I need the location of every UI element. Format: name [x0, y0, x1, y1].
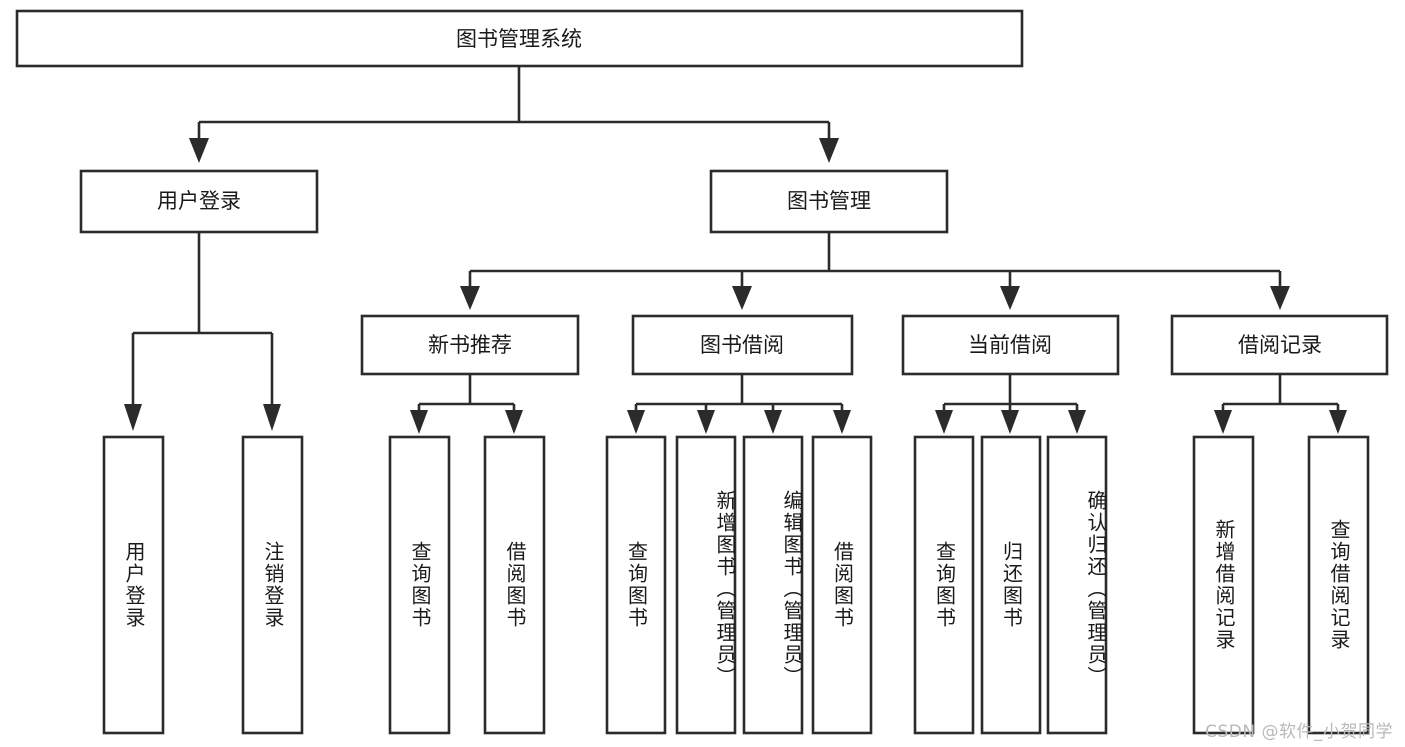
node-book-management[interactable]: 图书管理	[709, 169, 949, 234]
connector-current-borrow-to-leaves	[935, 374, 1086, 434]
leaf-book-borrow-3[interactable]	[811, 435, 873, 735]
arrow-head-icon	[460, 286, 480, 310]
leaf-user-login-1[interactable]	[241, 435, 304, 735]
arrow-head-icon	[627, 410, 645, 434]
arrow-head-icon	[732, 286, 752, 310]
leaf-book-borrow-1[interactable]	[675, 435, 737, 735]
arrow-head-icon	[1068, 410, 1086, 434]
arrow-head-icon	[505, 410, 523, 434]
node-book-borrow[interactable]: 图书借阅	[631, 314, 854, 376]
arrow-head-icon	[1000, 286, 1020, 310]
root-label: 图书管理系统	[456, 27, 582, 51]
leaf-box-rect	[1046, 435, 1108, 735]
arrow-head-icon	[124, 404, 142, 431]
arrow-head-icon	[935, 410, 953, 434]
leaf-current-borrow-2[interactable]	[1046, 435, 1108, 735]
leaf-borrow-records-1[interactable]	[1307, 435, 1370, 735]
leaf-box-rect	[913, 435, 975, 735]
connector-user-login-to-leaves	[124, 232, 281, 431]
node-borrow-records[interactable]: 借阅记录	[1170, 314, 1389, 376]
leaf-current-borrow-0[interactable]	[913, 435, 975, 735]
leaf-box-rect	[483, 435, 546, 735]
book-management-box-rect	[709, 169, 949, 234]
leaf-box-rect	[388, 435, 451, 735]
borrow-records-label: 借阅记录	[1238, 333, 1322, 357]
leaf-new-book-recommend-1[interactable]	[483, 435, 546, 735]
leaf-book-borrow-2[interactable]	[742, 435, 804, 735]
new-book-recommend-label: 新书推荐	[428, 333, 512, 357]
leaf-box-rect	[811, 435, 873, 735]
arrow-head-icon	[1214, 410, 1232, 434]
current-borrow-label: 当前借阅	[968, 333, 1052, 357]
leaf-box-rect	[675, 435, 737, 735]
leaf-borrow-records-0[interactable]	[1192, 435, 1255, 735]
leaf-box-rect	[241, 435, 304, 735]
connector-root-to-level2	[189, 66, 839, 163]
arrow-head-icon	[1329, 410, 1347, 434]
borrow-records-box-rect	[1170, 314, 1389, 376]
root-box-rect	[15, 9, 1024, 68]
arrow-head-icon	[697, 410, 715, 434]
leaf-box-rect	[605, 435, 667, 735]
arrow-head-icon	[410, 410, 428, 434]
arrow-head-icon	[1270, 286, 1290, 310]
current-borrow-box-rect	[901, 314, 1120, 376]
book-borrow-box-rect	[631, 314, 854, 376]
leaf-book-borrow-0[interactable]	[605, 435, 667, 735]
connector-borrow-records-to-leaves	[1214, 374, 1347, 434]
watermark: CSDN @软件_小贺同学	[1205, 722, 1393, 742]
leaf-box-rect	[980, 435, 1042, 735]
connector-book-management-to-level3	[460, 232, 1290, 310]
arrow-head-icon	[1001, 410, 1019, 434]
node-user-login[interactable]: 用户登录	[79, 169, 319, 234]
leaf-current-borrow-1[interactable]	[980, 435, 1042, 735]
leaf-user-login-0[interactable]	[102, 435, 165, 735]
new-book-recommend-box-rect	[360, 314, 580, 376]
arrow-head-icon	[833, 410, 851, 434]
node-root[interactable]: 图书管理系统	[15, 9, 1024, 68]
connector-book-borrow-to-leaves	[627, 374, 851, 434]
arrow-head-icon	[189, 138, 209, 163]
leaf-box-rect	[1192, 435, 1255, 735]
book-borrow-label: 图书借阅	[700, 333, 784, 357]
user-login-label: 用户登录	[157, 189, 241, 213]
node-new-book-recommend[interactable]: 新书推荐	[360, 314, 580, 376]
arrow-head-icon	[263, 404, 281, 431]
arrow-head-icon	[819, 138, 839, 163]
node-current-borrow[interactable]: 当前借阅	[901, 314, 1120, 376]
leaf-box-rect	[742, 435, 804, 735]
arrow-head-icon	[764, 410, 782, 434]
leaf-box-rect	[102, 435, 165, 735]
leaf-box-rect	[1307, 435, 1370, 735]
leaf-new-book-recommend-0[interactable]	[388, 435, 451, 735]
book-management-label: 图书管理	[787, 189, 871, 213]
connector-new-book-recommend-to-leaves	[410, 374, 523, 434]
